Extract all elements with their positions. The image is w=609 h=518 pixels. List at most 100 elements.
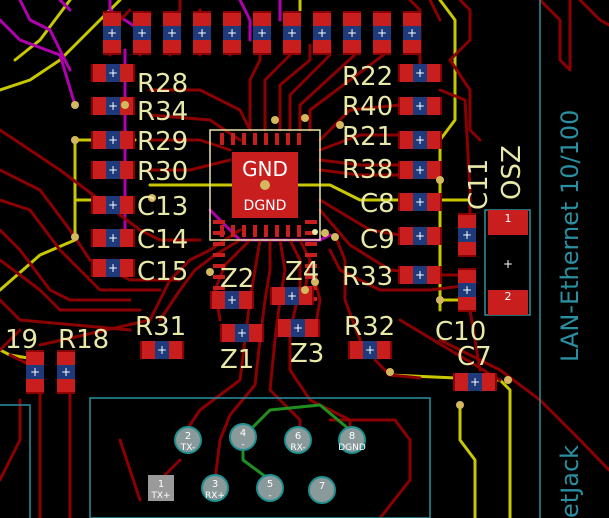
rj45-pin-number: 1: [158, 479, 164, 490]
label-r29: R29: [137, 127, 188, 157]
rj45-pin-3[interactable]: 3RX+: [201, 474, 229, 502]
pad-z2[interactable]: +: [210, 291, 254, 309]
rj45-pad-round: [257, 475, 283, 501]
rj45-pin-number: 2: [185, 431, 191, 442]
label-r28: R28: [137, 69, 188, 99]
rj45-pin-2[interactable]: 2TX-: [174, 426, 202, 454]
pad-plus-glyph: +: [347, 26, 357, 40]
pad-plus-glyph: +: [108, 66, 118, 80]
via: [206, 268, 214, 276]
pad-r30[interactable]: +: [91, 161, 135, 179]
top-array-7[interactable]: +: [283, 11, 301, 55]
pad-plus-glyph: +: [227, 26, 237, 40]
top-array-1[interactable]: +: [103, 11, 121, 55]
rj45-pin-4[interactable]: 4-: [229, 423, 257, 451]
top-array-3[interactable]: +: [163, 11, 181, 55]
pad-z3[interactable]: +: [276, 319, 320, 337]
pad-plus-glyph: +: [377, 26, 387, 40]
osz-pad-2[interactable]: [488, 290, 528, 315]
pad-r28[interactable]: +: [91, 64, 135, 82]
rj45-pad-ring: [229, 423, 257, 451]
chip-net-dgnd: DGND: [244, 198, 287, 214]
label-c10: C10: [435, 317, 486, 347]
chip-pin: [213, 253, 225, 257]
pad-r31[interactable]: +: [140, 341, 184, 359]
top-array-5[interactable]: +: [223, 11, 241, 55]
top-array-6[interactable]: +: [253, 11, 271, 55]
label-r22: R22: [342, 62, 393, 92]
via: [71, 101, 79, 109]
chip-pin: [213, 286, 225, 290]
osz-center-plus: +: [503, 257, 513, 271]
top-array-9[interactable]: +: [343, 11, 361, 55]
pad-r19[interactable]: +: [26, 350, 44, 394]
rj45-pin-name: RX+: [205, 491, 225, 501]
pad-plus-glyph: +: [137, 26, 147, 40]
top-array-8[interactable]: +: [313, 11, 331, 55]
pad-r29[interactable]: +: [91, 131, 135, 149]
rj45-pad-ring: [308, 476, 336, 504]
chip-pin: [253, 133, 257, 145]
rj45-pin-name: TX-: [180, 443, 195, 453]
chip-pin: [264, 133, 268, 145]
pad-c9[interactable]: +: [398, 227, 442, 245]
pad-plus-glyph: +: [293, 321, 303, 335]
chip-pin: [231, 225, 235, 237]
pad-r32[interactable]: +: [348, 341, 392, 359]
rj45-pin-5[interactable]: 5-: [256, 474, 284, 502]
chip-net-gnd: GND: [242, 157, 288, 181]
chip-pin: [305, 253, 317, 257]
chip-center-via: [260, 180, 270, 190]
via: [336, 121, 344, 129]
pad-r21[interactable]: +: [398, 131, 442, 149]
pad-r40[interactable]: +: [398, 97, 442, 115]
pad-c15[interactable]: +: [91, 259, 135, 277]
pad-c11[interactable]: +: [458, 213, 476, 257]
pad-r38[interactable]: +: [398, 161, 442, 179]
chip-pin: [305, 242, 317, 246]
via: [321, 229, 329, 237]
pad-c14[interactable]: +: [91, 229, 135, 247]
top-array-10[interactable]: +: [373, 11, 391, 55]
pad-c13[interactable]: +: [91, 196, 135, 214]
pad-plus-glyph: +: [107, 26, 117, 40]
rj45-pad-round: [285, 427, 311, 453]
pad-r33[interactable]: +: [398, 266, 442, 284]
pad-z1[interactable]: +: [220, 324, 264, 342]
osz-pad-1[interactable]: [488, 210, 528, 235]
pad-c7[interactable]: +: [453, 373, 497, 391]
rj45-pad-round: [339, 427, 365, 453]
vias: [71, 101, 512, 409]
via: [71, 136, 79, 144]
label-c11: C11: [464, 159, 494, 210]
chip-pin: [305, 264, 317, 268]
top-array-11[interactable]: +: [403, 11, 421, 55]
chip-pin: [305, 231, 317, 235]
chip-outline: [209, 129, 321, 241]
pad-c8[interactable]: +: [398, 193, 442, 211]
pad-plus-glyph: +: [415, 268, 425, 282]
rj45-pin-1[interactable]: 1TX+: [148, 475, 174, 501]
pad-plus-glyph: +: [108, 198, 118, 212]
pad-r22[interactable]: +: [398, 64, 442, 82]
rj45-pin-6[interactable]: 6RX-: [284, 426, 312, 454]
ethernet-phy-chip[interactable]: GND DGND: [209, 129, 321, 301]
via: [504, 376, 512, 384]
top-array-2[interactable]: +: [133, 11, 151, 55]
rj45-pin-7[interactable]: 7: [308, 476, 336, 504]
rj45-pin-number: 8: [349, 431, 355, 442]
pad-c10[interactable]: +: [458, 268, 476, 312]
pad-plus-glyph: +: [61, 365, 71, 379]
label-r19: 19: [5, 325, 38, 355]
chip-pin: [213, 231, 225, 235]
label-r33: R33: [342, 262, 393, 292]
top-array-4[interactable]: +: [193, 11, 211, 55]
pad-plus-glyph: +: [415, 195, 425, 209]
pad-r18[interactable]: +: [57, 350, 75, 394]
label-c8: C8: [360, 189, 395, 219]
oscillator-osz[interactable]: 1 2 +: [488, 210, 528, 315]
